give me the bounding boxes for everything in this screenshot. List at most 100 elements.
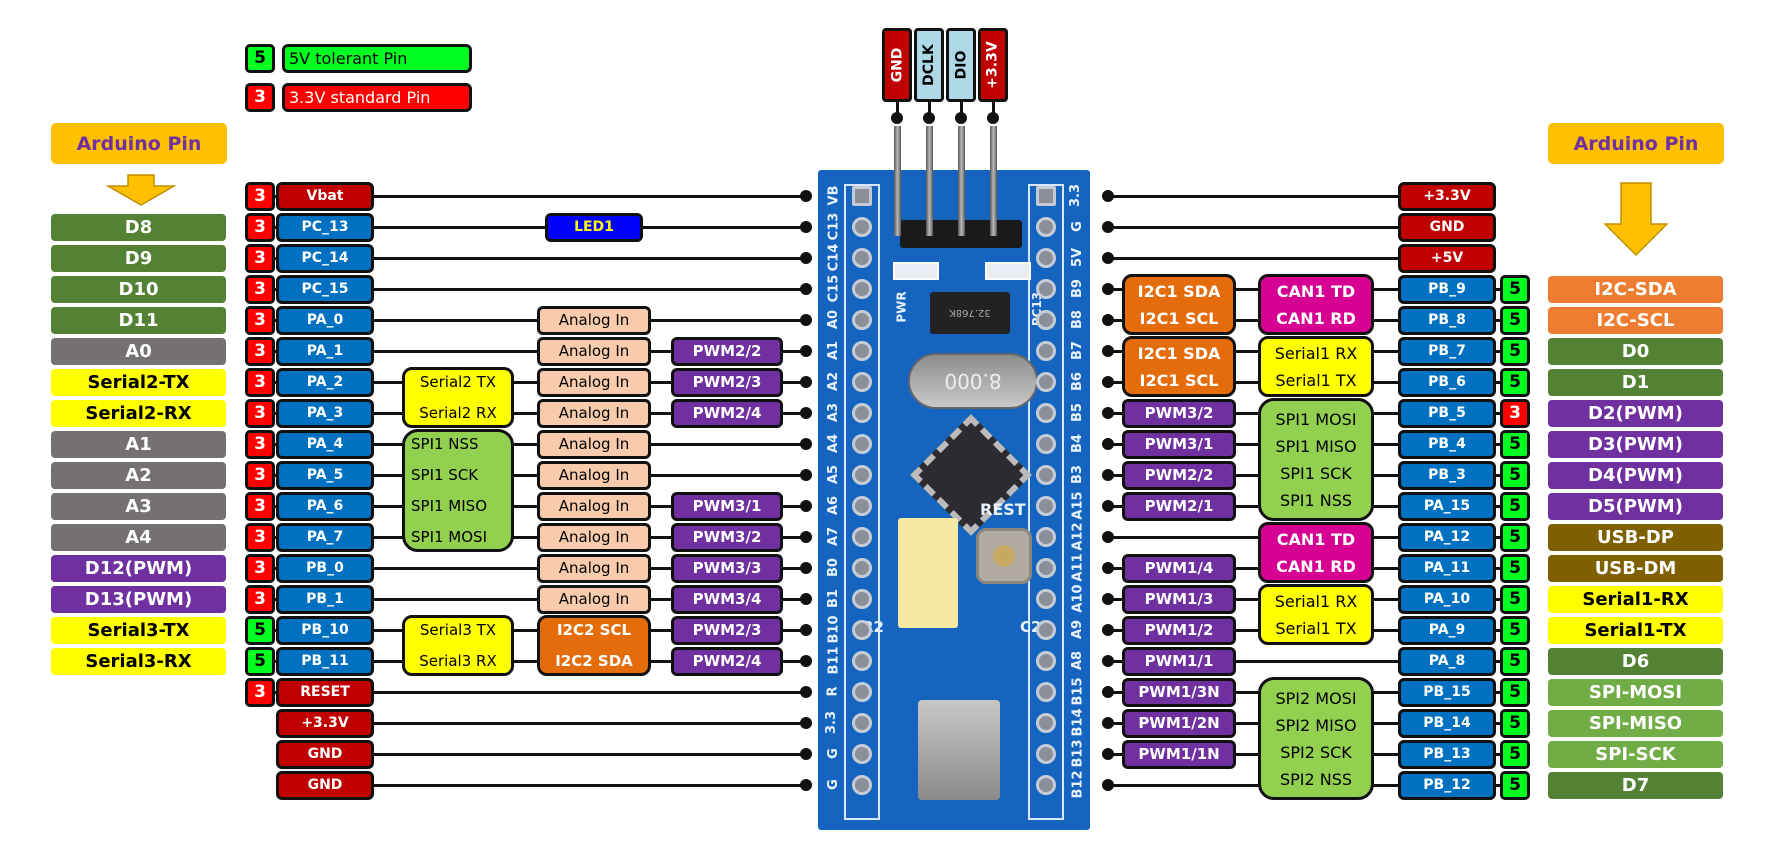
right-pin-dot [1102, 407, 1114, 419]
group-line: Serial2 RX [419, 403, 497, 422]
right-silk-a9: A9 [1070, 619, 1086, 640]
pwm-label-pwm1-1n: PWM1/1N [1122, 740, 1236, 769]
left-pin-gnd: GND [276, 740, 374, 769]
left-pin-wire [370, 784, 806, 787]
pwm-label-pwm1-3: PWM1/3 [1122, 585, 1236, 614]
tolerance-badge: 3 [245, 554, 275, 583]
left-silk-g: G [825, 779, 841, 790]
right-pin-pb-4: PB_4 [1398, 430, 1496, 459]
group-line: SPI1 MISO [411, 496, 487, 515]
tolerance-badge: 5 [1500, 523, 1530, 552]
right-pin-dot [1102, 469, 1114, 481]
left-pin-dot [800, 314, 812, 326]
left-header-hole [852, 558, 872, 578]
tolerance-connector [273, 257, 278, 260]
left-pin-wire [370, 753, 806, 756]
right-pin-dot [1102, 655, 1114, 667]
tolerance-connector [1494, 629, 1502, 632]
arduino-label-spi-mosi: SPI-MOSI [1548, 679, 1723, 706]
analog-in-label: Analog In [537, 461, 651, 490]
arduino-label-spi-miso: SPI-MISO [1548, 710, 1723, 737]
swd-label-dclk: DCLK [914, 28, 944, 102]
legend-5v-label: 5V tolerant Pin [282, 44, 472, 73]
right-pin-wire [1108, 660, 1402, 663]
left-pin-pc-15: PC_15 [276, 275, 374, 304]
tolerance-badge: 5 [1500, 678, 1530, 707]
right-pin-wire [1108, 536, 1402, 539]
tolerance-connector [273, 195, 278, 198]
left-pin-dot [800, 407, 812, 419]
arduino-label-a4: A4 [51, 524, 226, 551]
analog-in-label: Analog In [537, 306, 651, 335]
legend-5v-badge-text: 5 [254, 47, 266, 68]
arduino-label-a1: A1 [51, 431, 226, 458]
left-header-hole [852, 744, 872, 764]
legend-5v-badge: 5 [245, 44, 275, 73]
group-line: Serial3 TX [419, 620, 497, 639]
left-silk-a5: A5 [826, 464, 842, 485]
right-pin-dot [1102, 779, 1114, 791]
left-pin-pa-2: PA_2 [276, 368, 374, 397]
left-header-hole [852, 217, 872, 237]
pwm-label-pwm2-4: PWM2/4 [671, 647, 783, 676]
arduino-pin-header-left-text: Arduino Pin [76, 132, 202, 155]
arduino-label-d5-pwm: D5(PWM) [1548, 493, 1723, 520]
tolerance-badge: 5 [1500, 461, 1530, 490]
right-pin-dot [1102, 314, 1114, 326]
right-pin-wire [1108, 722, 1402, 725]
left-silk-b0: B0 [825, 558, 841, 577]
swd-pin-dot [891, 112, 903, 124]
right-silk-a10: A10 [1070, 584, 1086, 613]
arduino-label-serial2-tx: Serial2-TX [51, 369, 226, 396]
right-pin-dot [1102, 686, 1114, 698]
left-silk-r: R [825, 686, 841, 697]
hse-crystal: 8.000 [908, 353, 1038, 409]
right-pin-pb-14: PB_14 [1398, 709, 1496, 738]
tolerance-connector [1494, 567, 1502, 570]
reset-button[interactable] [976, 528, 1032, 584]
left-header-hole [852, 682, 872, 702]
left-pin-vbat: Vbat [276, 182, 374, 211]
group-line: SPI1 MISO [1275, 436, 1357, 456]
left-header-hole [852, 403, 872, 423]
right-header-hole [1036, 558, 1056, 578]
arrow-down-icon-left [106, 174, 176, 206]
tolerance-badge: 3 [1500, 399, 1530, 428]
arduino-label-i2c-sda: I2C-SDA [1548, 276, 1723, 303]
right-pin-wire [1108, 226, 1402, 229]
right-pin-pb-9: PB_9 [1398, 275, 1496, 304]
arduino-label-spi-sck: SPI-SCK [1548, 741, 1723, 768]
right-silk-a8: A8 [1070, 650, 1086, 671]
right-header-hole [1036, 713, 1056, 733]
tolerance-connector [1494, 288, 1502, 291]
swd-pin-dot [923, 112, 935, 124]
analog-in-label: Analog In [537, 368, 651, 397]
arduino-label-d0: D0 [1548, 338, 1723, 365]
left-pin-dot [800, 748, 812, 760]
right-header-outline [1028, 184, 1064, 820]
group-line: Serial2 TX [419, 372, 497, 391]
left-silk-c14: C14 [826, 243, 842, 272]
right-header-hole [1036, 279, 1056, 299]
swd-stub-wire [992, 100, 995, 114]
left-pin-gnd: GND [276, 771, 374, 800]
pwm-label-pwm2-2: PWM2/2 [671, 337, 783, 366]
tolerance-connector [1494, 350, 1502, 353]
right-pin-wire [1108, 784, 1402, 787]
right-pin-gnd: GND [1398, 213, 1496, 242]
tolerance-badge: 3 [245, 368, 275, 397]
pwm-label-pwm3-2: PWM3/2 [671, 523, 783, 552]
right-silk-a15: A15 [1070, 491, 1086, 520]
right-silk-b9: B9 [1069, 279, 1085, 298]
tolerance-badge: 3 [245, 678, 275, 707]
group-line: Serial1 TX [1275, 618, 1357, 638]
tolerance-badge: 5 [1500, 616, 1530, 645]
right-header-hole [1036, 434, 1056, 454]
arduino-label-d9: D9 [51, 245, 226, 272]
left-silk-a4: A4 [826, 433, 842, 454]
micro-usb-connector[interactable] [918, 700, 1000, 800]
right-pin-pb-13: PB_13 [1398, 740, 1496, 769]
arduino-pin-header-right-text: Arduino Pin [1573, 132, 1699, 155]
